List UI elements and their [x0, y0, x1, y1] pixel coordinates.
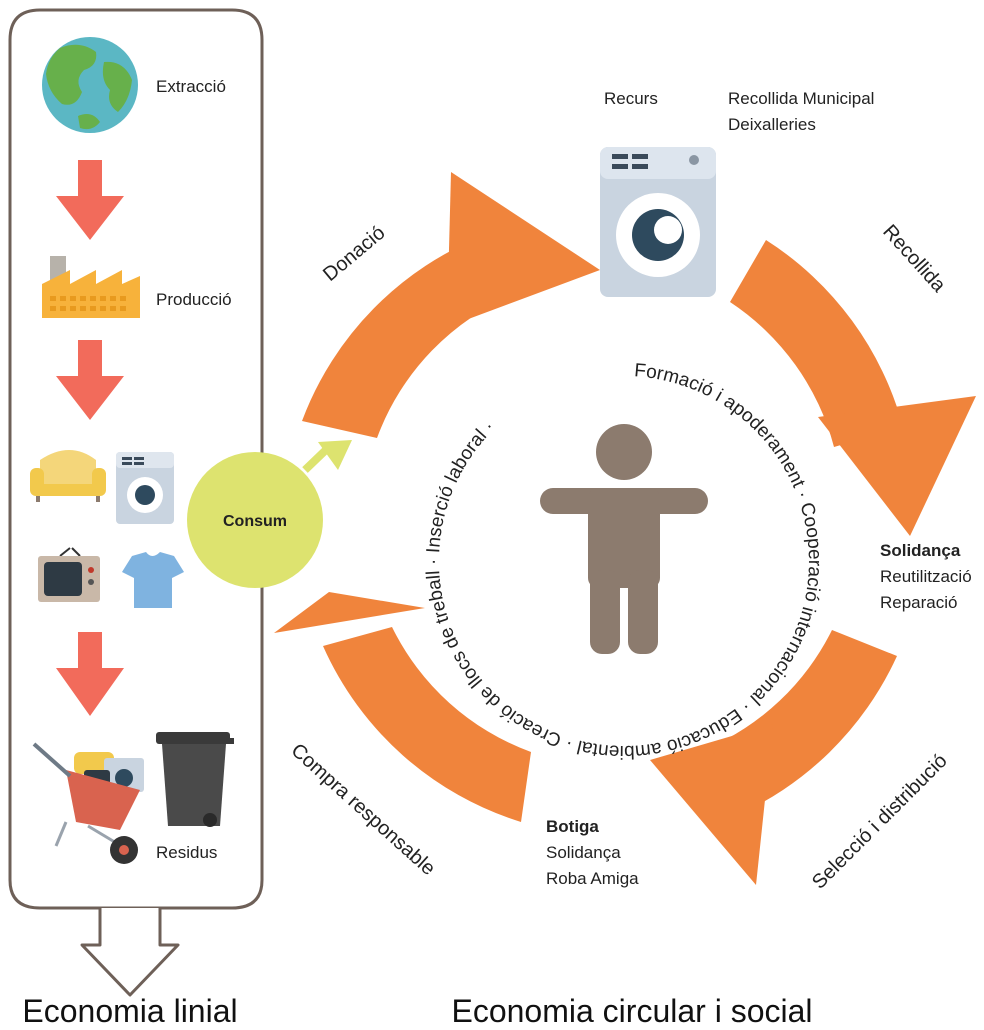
label-selection: Selecció i distribució	[808, 750, 952, 894]
wheelbarrow-icon	[32, 742, 144, 864]
consum-node	[187, 440, 352, 588]
label-donation: Donació	[319, 222, 389, 286]
label-botiga-title: Botiga	[546, 817, 599, 836]
globe-icon	[42, 37, 138, 133]
linear-frame	[8, 8, 264, 997]
cycle-arrow-compra	[274, 592, 531, 822]
label-collection-point-2: Deixalleries	[728, 115, 816, 134]
washing-machine-small-icon	[116, 452, 174, 524]
caption-linear: Economia linial	[22, 993, 237, 1029]
cycle-arrow-donacio	[302, 172, 600, 438]
label-collection: Recollida	[878, 221, 950, 298]
cycle-arrow-recollida	[730, 240, 976, 536]
person-icon	[540, 424, 708, 654]
label-consum: Consum	[223, 513, 287, 530]
label-extraction: Extracció	[156, 77, 226, 96]
caption-circular: Economia circular i social	[451, 993, 812, 1029]
red-arrow-icon	[56, 160, 124, 240]
red-arrow-icon	[56, 632, 124, 716]
label-solidanca-line-1: Reutilització	[880, 567, 972, 586]
label-solidanca-line-2: Reparació	[880, 593, 958, 612]
trash-bin-icon	[156, 732, 234, 827]
washing-machine-icon	[600, 147, 716, 297]
tshirt-icon	[122, 552, 184, 608]
label-botiga-line-2: Roba Amiga	[546, 869, 639, 888]
armchair-icon	[30, 450, 106, 502]
label-solidanca-title: Solidança	[880, 541, 961, 560]
label-waste: Residus	[156, 843, 217, 862]
tv-icon	[38, 547, 100, 602]
cycle-arrow-seleccio	[650, 630, 897, 885]
label-collection-point-1: Recollida Municipal	[728, 89, 874, 108]
down-arrow-icon	[80, 908, 180, 997]
label-production: Producció	[156, 290, 232, 309]
label-botiga-line-1: Solidança	[546, 843, 621, 862]
label-resource: Recurs	[604, 89, 658, 108]
factory-icon	[42, 256, 140, 318]
red-arrow-icon	[56, 340, 124, 420]
